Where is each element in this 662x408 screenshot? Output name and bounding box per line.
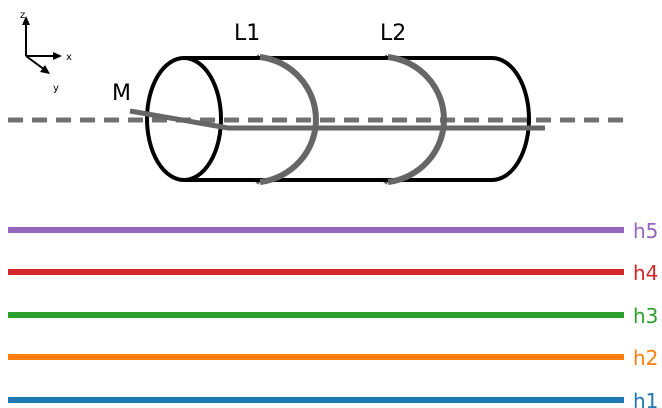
label-l2: L2: [380, 21, 406, 46]
x-axis-arrowhead: [53, 52, 62, 60]
z-axis-label: z: [20, 10, 25, 21]
y-axis-label: y: [53, 83, 59, 94]
coil-l1-front: [259, 54, 319, 185]
level-label-h3: h3: [633, 304, 658, 328]
label-l1: L1: [234, 21, 260, 46]
level-label-h5: h5: [633, 219, 658, 243]
z-axis-arrowhead: [22, 16, 30, 25]
axis-indicator: z x y: [20, 10, 72, 94]
y-axis-arrowhead: [40, 65, 50, 74]
level-label-h2: h2: [633, 346, 658, 370]
level-label-h4: h4: [633, 261, 658, 285]
level-lines: h5 h4 h3 h2 h1: [8, 219, 658, 408]
label-m: M: [112, 81, 131, 106]
level-label-h1: h1: [633, 389, 658, 408]
wire-m: [129, 108, 545, 131]
coil-l2-front: [387, 54, 447, 185]
y-axis-arrow: [25, 55, 46, 71]
x-axis-label: x: [66, 52, 72, 63]
